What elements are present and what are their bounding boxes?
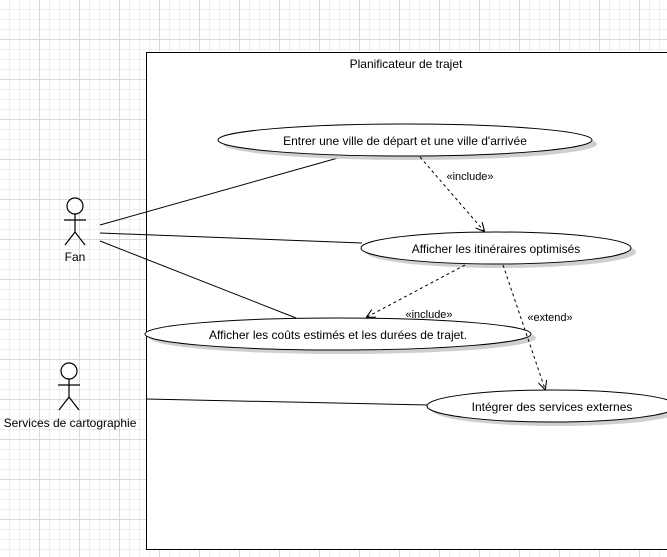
actor-fan-label: Fan [65, 250, 86, 264]
use-case-enter-cities[interactable]: Entrer une ville de départ et une ville … [217, 123, 597, 160]
actor-fan[interactable]: Fan [64, 197, 86, 264]
include-enter-to-routes[interactable] [419, 156, 484, 231]
use-case-show-costs-label: Afficher les coûts estimés et les durées… [209, 328, 467, 342]
actor-mapping-label: Services de cartographie [4, 416, 137, 430]
actor-mapping-leg-right [68, 396, 80, 411]
include-label-1: «include» [446, 171, 493, 183]
actor-mapping-head-icon [60, 362, 78, 380]
actor-fan-leg-left [64, 231, 76, 246]
system-title: Planificateur de trajet [350, 57, 463, 71]
use-case-enter-cities-shape [217, 123, 593, 157]
use-case-integrate-services[interactable]: Intégrer des services externes [426, 389, 667, 426]
actor-mapping-services[interactable]: Services de cartographie [4, 362, 137, 430]
use-case-show-routes[interactable]: Afficher les itinéraires optimisés [360, 231, 636, 268]
use-case-integrate-label: Intégrer des services externes [472, 400, 633, 414]
association-fan-show-routes[interactable] [99, 232, 363, 244]
actor-fan-leg-right [74, 231, 86, 246]
use-case-show-routes-shape [360, 231, 632, 265]
include-routes-to-costs[interactable] [367, 264, 466, 317]
extend-routes-to-integrate[interactable] [502, 264, 545, 389]
association-fan-show-costs[interactable] [99, 240, 297, 319]
actor-fan-head-icon [66, 197, 84, 215]
association-fan-enter-cities[interactable] [99, 155, 346, 226]
use-case-show-costs-shape [144, 317, 532, 351]
extend-label: «extend» [527, 312, 572, 324]
use-case-show-costs[interactable]: Afficher les coûts estimés et les durées… [144, 317, 536, 354]
use-case-enter-cities-label: Entrer une ville de départ et une ville … [283, 134, 527, 148]
include-label-2: «include» [405, 309, 452, 321]
association-mapping-integrate[interactable] [145, 398, 429, 406]
use-case-integrate-shape [426, 389, 667, 423]
use-case-show-routes-label: Afficher les itinéraires optimisés [412, 242, 581, 256]
actor-mapping-leg-left [58, 396, 70, 411]
